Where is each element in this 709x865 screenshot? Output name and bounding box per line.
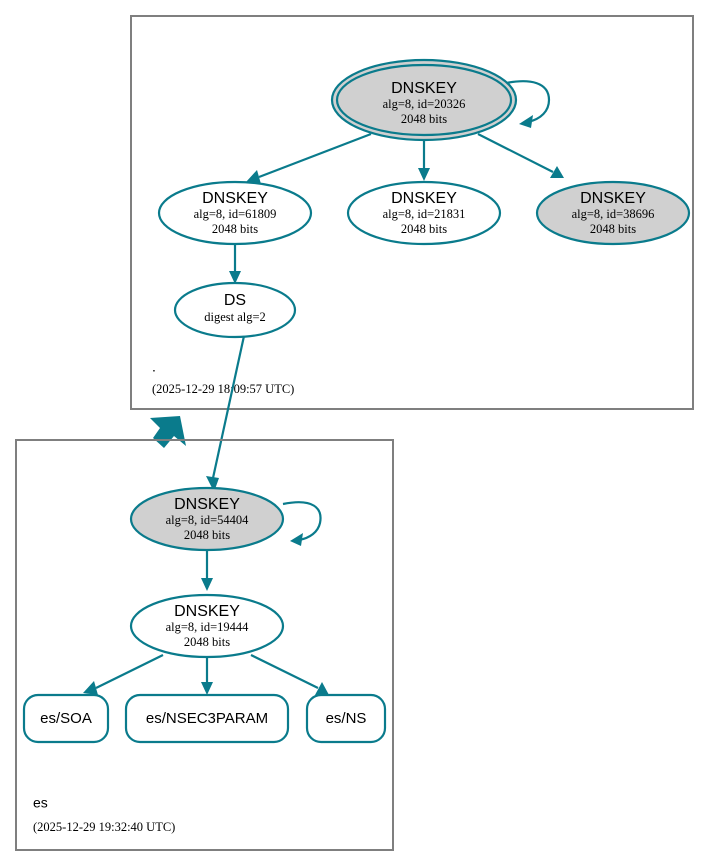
node-detail-size: 2048 bits — [401, 222, 447, 236]
edge-self-sign-root-ksk — [496, 80, 551, 128]
zone-cluster-es — [15, 439, 394, 851]
node-ds-digest-alg-2[interactable]: DS digest alg=2 — [173, 281, 297, 339]
rrset-label: es/NS — [326, 710, 367, 727]
node-detail-size: 2048 bits — [401, 112, 447, 126]
edge-root-ksk-to-zsk21831 — [418, 137, 430, 181]
node-dnskey-20326[interactable]: DNSKEY alg=8, id=20326 2048 bits — [330, 58, 518, 142]
node-detail-alg-id: alg=8, id=38696 — [572, 207, 655, 221]
node-detail-alg-id: alg=8, id=54404 — [166, 513, 250, 527]
edge-root-zsk61809-to-ds — [229, 243, 241, 284]
node-detail-alg-id: alg=8, id=20326 — [383, 97, 466, 111]
node-title: DS — [224, 292, 246, 309]
node-rrset-es-ns[interactable]: es/NS — [305, 693, 387, 744]
edge-es-zsk-to-ns — [250, 654, 329, 695]
node-detail-size: 2048 bits — [184, 528, 230, 542]
node-title: DNSKEY — [174, 496, 240, 513]
node-detail-size: 2048 bits — [184, 635, 230, 649]
node-rrset-es-soa[interactable]: es/SOA — [22, 693, 110, 744]
zone-label-root: . — [152, 359, 156, 375]
edge-root-ksk-to-zsk38696 — [477, 133, 564, 178]
edge-es-zsk-to-soa — [83, 654, 164, 695]
node-dnskey-19444[interactable]: DNSKEY alg=8, id=19444 2048 bits — [129, 593, 285, 659]
zone-label-es: es — [33, 795, 48, 811]
edge-root-ksk-to-zsk61809 — [246, 132, 372, 184]
edge-self-sign-es-ksk — [282, 501, 322, 546]
zone-cluster-root — [130, 15, 694, 410]
edge-delegation-ds-to-es-ksk — [206, 335, 246, 492]
rrset-label: es/SOA — [40, 710, 92, 727]
node-dnskey-38696[interactable]: DNSKEY alg=8, id=38696 2048 bits — [535, 180, 691, 246]
edge-es-zsk-to-nsec3param — [201, 657, 213, 695]
zone-timestamp-root: (2025-12-29 18:09:57 UTC) — [152, 382, 294, 396]
edge-es-ksk-to-zsk — [201, 549, 213, 591]
node-dnskey-54404[interactable]: DNSKEY alg=8, id=54404 2048 bits — [129, 486, 285, 552]
node-title: DNSKEY — [391, 80, 457, 97]
zone-timestamp-es: (2025-12-29 19:32:40 UTC) — [33, 820, 175, 834]
node-rrset-es-nsec3param[interactable]: es/NSEC3PARAM — [124, 693, 290, 744]
node-detail-size: 2048 bits — [212, 222, 258, 236]
node-detail-alg-id: alg=8, id=21831 — [383, 207, 466, 221]
node-detail-size: 2048 bits — [590, 222, 636, 236]
node-detail-digest: digest alg=2 — [204, 310, 266, 324]
node-title: DNSKEY — [174, 603, 240, 620]
node-detail-alg-id: alg=8, id=61809 — [194, 207, 277, 221]
node-title: DNSKEY — [202, 190, 268, 207]
rrset-label: es/NSEC3PARAM — [146, 710, 268, 727]
node-dnskey-21831[interactable]: DNSKEY alg=8, id=21831 2048 bits — [346, 180, 502, 246]
node-title: DNSKEY — [580, 190, 646, 207]
delegation-indicator-arrow — [150, 416, 186, 448]
node-dnskey-61809[interactable]: DNSKEY alg=8, id=61809 2048 bits — [157, 180, 313, 246]
node-detail-alg-id: alg=8, id=19444 — [166, 620, 250, 634]
node-title: DNSKEY — [391, 190, 457, 207]
